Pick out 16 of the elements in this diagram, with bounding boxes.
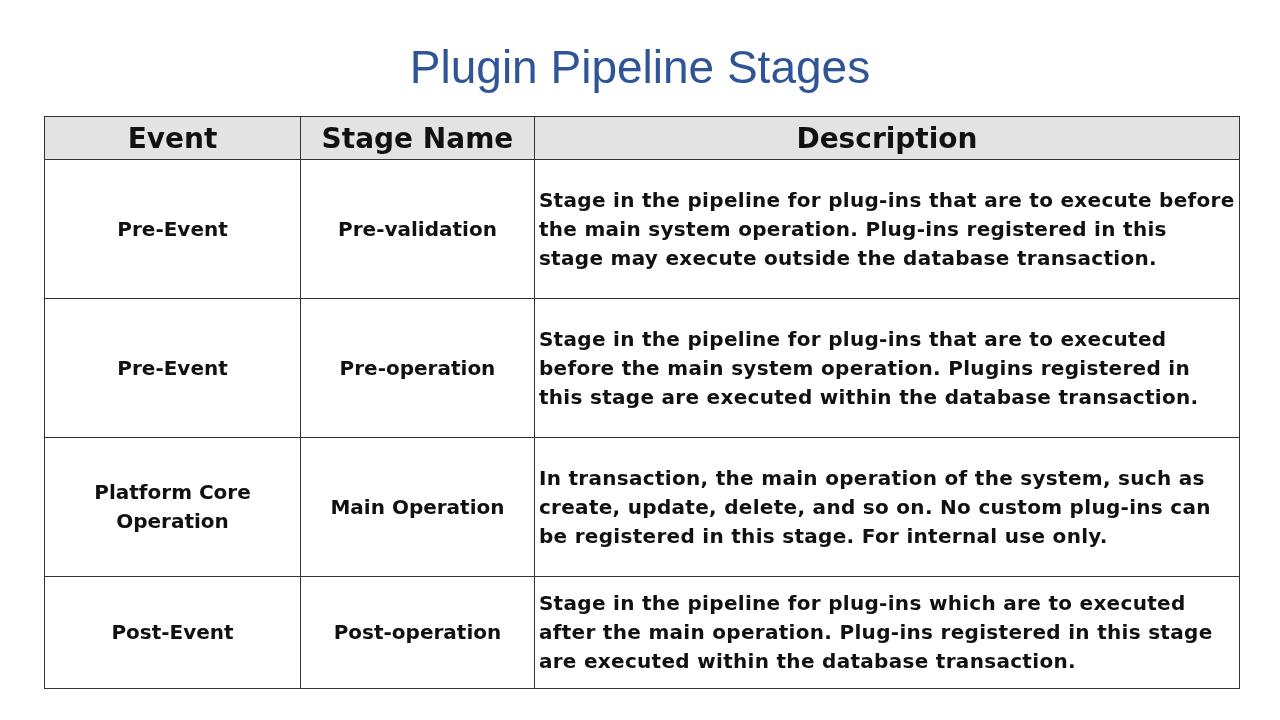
- event-name: Pre-Event: [44, 159, 301, 299]
- event-name: Platform Core Operation: [44, 437, 301, 577]
- stage-description: Stage in the pipeline for plug-ins that are to executed before the main system operation. Plugins registered in this stage are executed within the database transaction.: [534, 298, 1240, 438]
- stage-name: Pre-operation: [300, 298, 535, 438]
- stage-name: Post-operation: [300, 576, 535, 689]
- column-header: Description: [534, 116, 1240, 160]
- column-header: Event: [44, 116, 301, 160]
- column-header: Stage Name: [300, 116, 535, 160]
- event-name: Post-Event: [44, 576, 301, 689]
- stage-name: Main Operation: [300, 437, 535, 577]
- slide-title: Plugin Pipeline Stages: [409, 40, 871, 94]
- stage-description: In transaction, the main operation of the system, such as create, update, delete, and so on. No custom plug-ins can be registered in this stage. For internal use only.: [534, 437, 1240, 577]
- stage-description: Stage in the pipeline for plug-ins which are to executed after the main operation. Plug-ins registered in this stage are executed within the database transaction.: [534, 576, 1240, 689]
- stage-name: Pre-validation: [300, 159, 535, 299]
- event-name: Pre-Event: [44, 298, 301, 438]
- stage-description: Stage in the pipeline for plug-ins that are to execute before the main system operation. Plug-ins registered in this stage may execute outside the database transaction.: [534, 159, 1240, 299]
